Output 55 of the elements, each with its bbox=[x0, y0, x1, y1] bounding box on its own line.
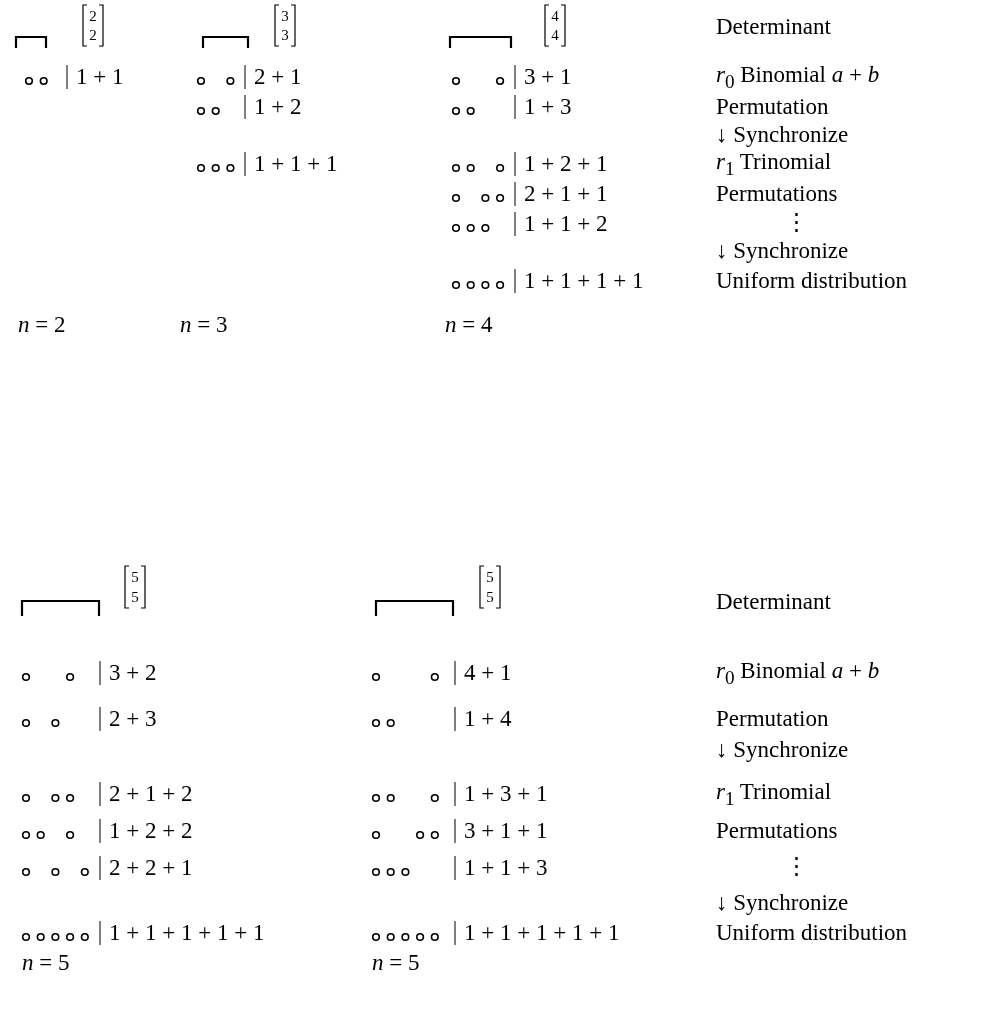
matrix-entry: 5 bbox=[131, 588, 139, 606]
row-label: Permutations bbox=[716, 818, 838, 844]
sum-expression: 3 + 1 + 1 bbox=[464, 818, 548, 844]
matrix-entry: 5 bbox=[131, 568, 139, 586]
sum-expression: 1 + 3 + 1 bbox=[464, 781, 548, 807]
sum-expression: 1 + 1 + 1 + 1 + 1 bbox=[109, 920, 265, 946]
heading-label: Determinant bbox=[716, 14, 831, 40]
sum-expression: 1 + 2 + 1 bbox=[524, 151, 608, 177]
sum-expression: 1 + 4 bbox=[464, 706, 512, 732]
sum-expression: 1 + 1 + 1 + 1 bbox=[524, 268, 644, 294]
vertical-ellipsis: ⋮ bbox=[785, 853, 808, 879]
row-label: r$_{1}$ Trinomial bbox=[716, 779, 832, 809]
sum-expression: 3 + 1 bbox=[524, 64, 572, 90]
row-label: r$_{0}$ Binomial a + b bbox=[716, 658, 880, 688]
sum-expression: 1 + 1 + 1 bbox=[254, 151, 338, 177]
step-label: ↓ Synchronize bbox=[716, 890, 849, 916]
row-label: Permutation bbox=[716, 94, 829, 120]
sum-expression: 1 + 3 bbox=[524, 94, 572, 120]
n-label: n = 5 bbox=[372, 950, 420, 976]
sum-expression: 1 + 1 + 1 + 1 + 1 bbox=[464, 920, 620, 946]
step-label: ↓ Synchronize bbox=[716, 122, 849, 148]
sum-expression: 4 + 1 bbox=[464, 660, 512, 686]
sum-expression: 2 + 2 + 1 bbox=[109, 855, 193, 881]
sum-expression: 2 + 1 bbox=[254, 64, 302, 90]
matrix-entry: 4 bbox=[551, 7, 559, 25]
n-label: n = 3 bbox=[180, 312, 228, 338]
sum-expression: 1 + 2 + 2 bbox=[109, 818, 193, 844]
matrix-entry: 2 bbox=[89, 26, 97, 44]
matrix-entry: 5 bbox=[486, 568, 494, 586]
row-label: r$_{1}$ Trinomial bbox=[716, 149, 832, 179]
matrix-entry: 5 bbox=[486, 588, 494, 606]
row-label: Uniform distribution bbox=[716, 920, 908, 946]
matrix-entry: 3 bbox=[281, 7, 289, 25]
sum-expression: 2 + 3 bbox=[109, 706, 157, 732]
row-label: Permutations bbox=[716, 181, 838, 207]
row-label: Permutation bbox=[716, 706, 829, 732]
sum-expression: 1 + 1 + 3 bbox=[464, 855, 548, 881]
heading-label: Determinant bbox=[716, 589, 831, 615]
sum-expression: 1 + 2 bbox=[254, 94, 302, 120]
matrix-entry: 4 bbox=[551, 26, 559, 44]
matrix-entry: 2 bbox=[89, 7, 97, 25]
sum-expression: 1 + 1 + 2 bbox=[524, 211, 608, 237]
row-label: r$_{0}$ Binomial a + b bbox=[716, 62, 880, 92]
sum-expression: 2 + 1 + 2 bbox=[109, 781, 193, 807]
sum-expression: 1 + 1 bbox=[76, 64, 124, 90]
sum-expression: 2 + 1 + 1 bbox=[524, 181, 608, 207]
n-label: n = 5 bbox=[22, 950, 70, 976]
row-label: Uniform distribution bbox=[716, 268, 908, 294]
matrix-entry: 3 bbox=[281, 26, 289, 44]
sum-expression: 3 + 2 bbox=[109, 660, 157, 686]
step-label: ↓ Synchronize bbox=[716, 737, 849, 763]
vertical-ellipsis: ⋮ bbox=[785, 209, 808, 235]
n-label: n = 2 bbox=[18, 312, 66, 338]
n-label: n = 4 bbox=[445, 312, 493, 338]
step-label: ↓ Synchronize bbox=[716, 238, 849, 264]
